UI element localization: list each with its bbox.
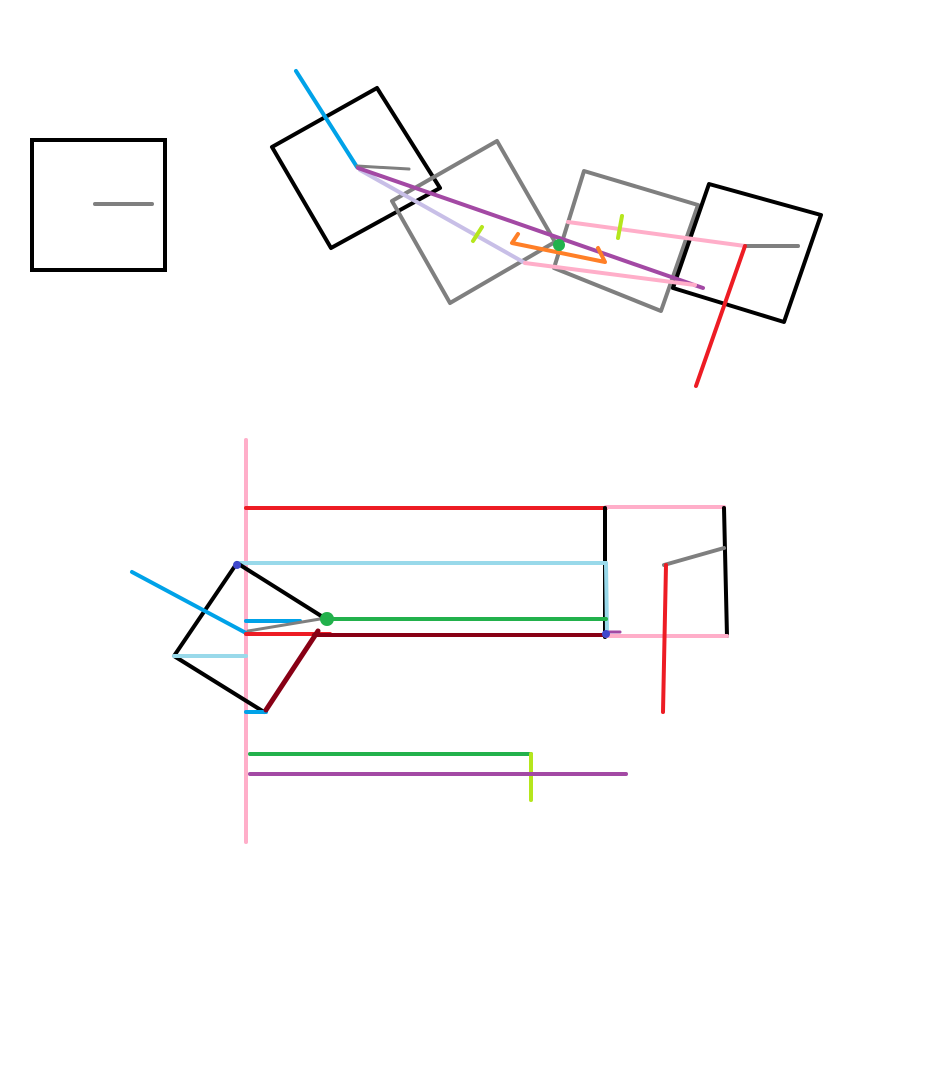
black-square-left [270,86,442,250]
purple-diagonal [356,166,705,290]
gray-short-mark [246,617,322,633]
projection-figure [130,438,729,844]
black-square-right [671,182,823,324]
reference-square [30,138,167,272]
reference-square-figure [30,138,167,272]
gray-mark-rect [662,546,726,567]
indigo-dot-top [233,561,241,569]
blue-ray-lower [130,570,248,635]
orange-arrow [510,232,607,264]
gray-square-middle [390,139,557,305]
pink-upper-line [566,220,747,248]
lavender-diagonal [358,168,527,265]
red-line [694,244,747,388]
black-tilted-square [172,561,328,714]
green-center-point [553,239,565,251]
red-vertical [661,563,668,714]
rotated-squares-figure [270,69,823,388]
gray-square-right [552,169,700,313]
black-rect-right-edge [722,506,729,638]
green-point [320,612,334,626]
dark-red-diagonal [263,628,321,713]
gray-mark-left-square [355,164,411,171]
pink-lower-diagonal [523,261,697,287]
light-blue-right-drop [604,561,609,635]
indigo-dot-right [602,630,610,638]
lime-tick-left [471,225,484,243]
blue-ray [294,69,359,169]
lime-tick-right [616,214,624,240]
